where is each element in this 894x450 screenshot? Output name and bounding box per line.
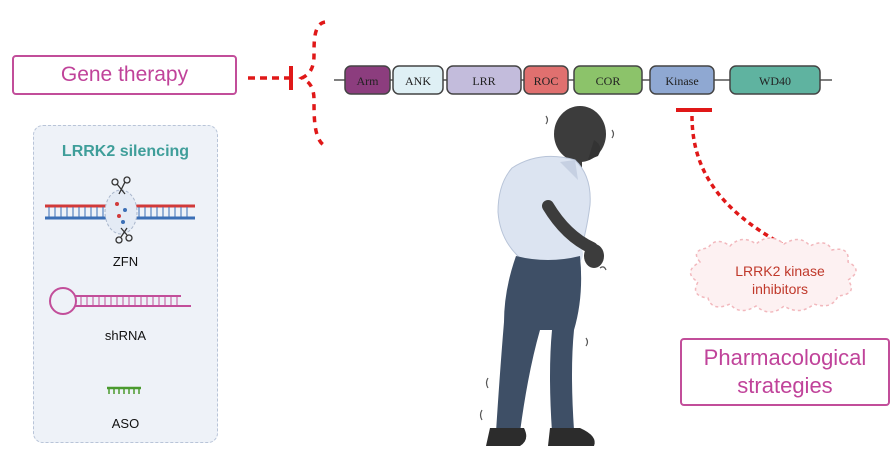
domain-label: LRR: [472, 74, 495, 88]
pharmacological-strategies-box: Pharmacological strategies: [680, 338, 890, 406]
silencing-title: LRRK2 silencing: [61, 143, 190, 160]
silencing-icons: [45, 176, 195, 394]
domain-box: [392, 65, 444, 95]
kinase-inhibition-arrow: [676, 108, 783, 246]
gene-therapy-inhibition-arrow: [248, 66, 293, 90]
domain-roc: ROC: [523, 65, 569, 95]
scissors-icon: [111, 176, 133, 244]
kinase-inhibitor-cloud: [689, 237, 857, 313]
domain-ank: ANK: [392, 65, 444, 95]
domain-label: Arm: [357, 74, 380, 88]
zfn-label: ZFN: [112, 254, 139, 269]
domain-label: Kinase: [665, 74, 698, 88]
domain-box: [729, 65, 821, 95]
domain-group: Arm ANK LRR ROC COR Kinase WD40: [344, 65, 821, 95]
domain-label: COR: [596, 74, 621, 88]
domain-label: ROC: [534, 74, 559, 88]
pharmacological-strategies-label: Pharmacological strategies: [703, 345, 867, 398]
parkinsons-patient-illustration: [479, 106, 615, 446]
domain-box: [344, 65, 391, 95]
domain-box: [573, 65, 643, 95]
domain-box: [446, 65, 522, 95]
shrna-hairpin-icon: [49, 287, 191, 315]
aso-strand-icon: [107, 386, 141, 394]
domain-kinase: Kinase: [649, 65, 715, 95]
aso-label: ASO: [111, 416, 140, 431]
domain-label: WD40: [759, 74, 791, 88]
domain-cor: COR: [573, 65, 643, 95]
kinase-inhibitors-label: LRRK2 kinase inhibitors: [735, 263, 825, 297]
domain-wd40: WD40: [729, 65, 821, 95]
domain-lrr: LRR: [446, 65, 522, 95]
shrna-label: shRNA: [104, 328, 147, 343]
domain-label: ANK: [405, 74, 431, 88]
domain-box: [649, 65, 715, 95]
zfn-dna-icon: [45, 176, 195, 244]
gene-therapy-box: Gene therapy: [12, 55, 237, 95]
domain-arm: Arm: [344, 65, 391, 95]
domain-box: [523, 65, 569, 95]
domain-bracket: [298, 20, 327, 148]
gene-therapy-label: Gene therapy: [60, 63, 189, 86]
